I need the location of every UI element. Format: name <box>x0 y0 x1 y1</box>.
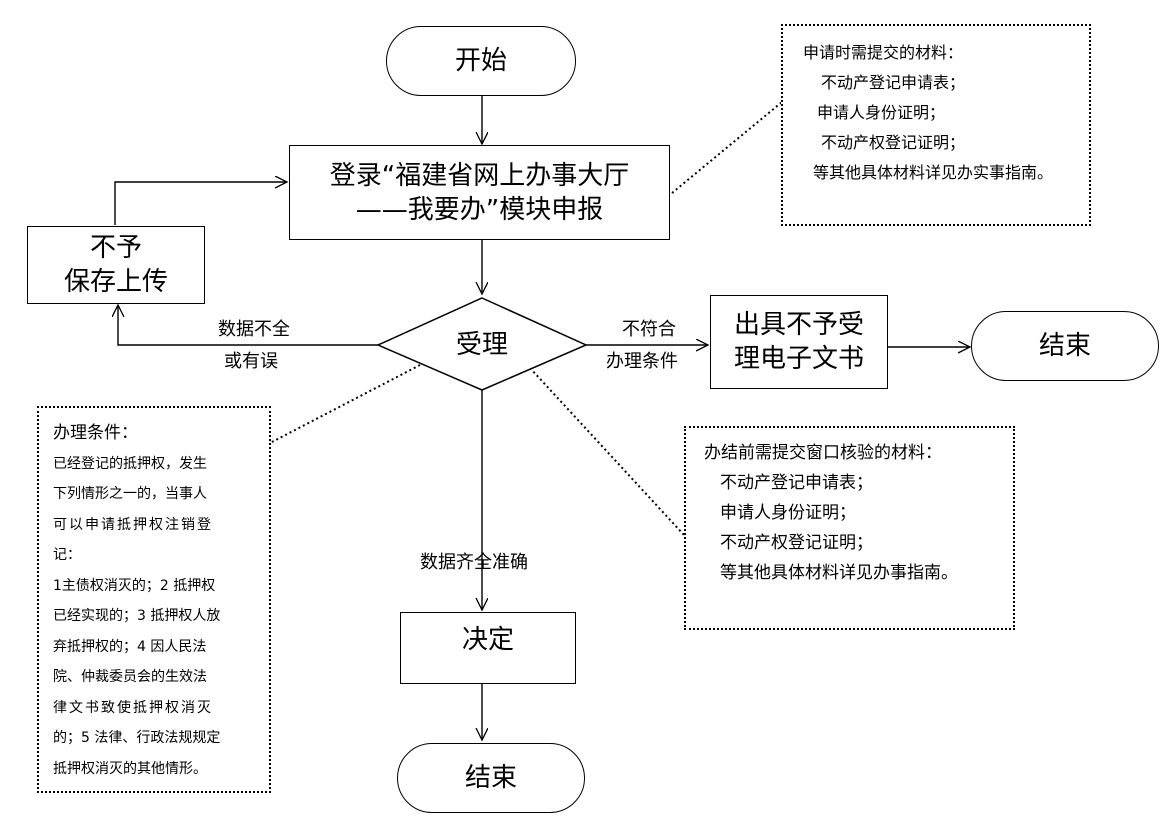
apply-note-item: 不动产权登记证明； <box>821 133 966 152</box>
arrow-reject-save-to-login <box>114 182 287 225</box>
conditions-note-line: 下列情形之一的，当事人 <box>53 486 207 502</box>
window-materials-note: 办结前需提交窗口核验的材料： 不动产登记申请表； 申请人身份证明； 不动产权登记… <box>684 426 1015 630</box>
start-node: 开始 <box>386 26 576 96</box>
apply-note-item: 申请人身份证明； <box>817 103 946 122</box>
apply-note-item: 等其他具体材料详见办实事指南。 <box>813 163 1054 182</box>
conditions-note-line: 已经登记的抵押权，发生 <box>53 455 207 472</box>
reject-save-label-line2: 保存上传 <box>63 267 168 297</box>
edge-label-noncompliant-2: 办理条件 <box>606 351 678 372</box>
leader-accept-to-window-note <box>529 367 685 536</box>
conditions-note-line: 1主债权消灭的；2 抵押权 <box>53 577 216 594</box>
end-bottom-label: 结束 <box>464 763 517 793</box>
conditions-note-title: 办理条件： <box>53 423 138 443</box>
end-right-node: 结束 <box>971 311 1159 381</box>
reject-doc-node: 出具不予受 理电子文书 <box>710 295 888 389</box>
edge-label-complete: 数据齐全准确 <box>420 552 528 573</box>
window-note-item: 申请人身份证明； <box>720 503 856 523</box>
conditions-note-line: 抵押权消灭的其他情形。 <box>53 760 207 777</box>
reject-save-node: 不予 保存上传 <box>27 226 205 304</box>
reject-save-label-line1: 不予 <box>89 233 142 263</box>
window-note-item: 不动产登记申请表； <box>720 473 873 493</box>
conditions-note-line: 已经实现的；3 抵押权人放 <box>53 608 221 624</box>
login-label-line1: 登录“福建省网上办事大厅 <box>329 160 630 191</box>
login-label-line2: ——我要办”模块申报 <box>355 194 604 225</box>
end-right-label: 结束 <box>1038 331 1091 361</box>
conditions-note-line: 记： <box>53 547 81 563</box>
edge-label-incomplete-2: 或有误 <box>224 351 278 372</box>
apply-materials-note: 申请时需提交的材料： 不动产登记申请表； 申请人身份证明； 不动产权登记证明； … <box>781 24 1091 226</box>
conditions-note-line: 可以申请抵押权注销登 <box>53 516 213 533</box>
arrow-accept-to-reject-save <box>118 305 378 346</box>
edge-label-incomplete-1: 数据不全 <box>218 319 290 340</box>
conditions-note-line: 弃抵押权的；4 因人民法 <box>53 638 207 655</box>
decision-label: 决定 <box>461 625 514 655</box>
window-note-item: 等其他具体材料详见办事指南。 <box>720 563 958 583</box>
conditions-note-line: 院、仲裁委员会的生效法 <box>53 669 207 685</box>
reject-doc-label-line1: 出具不予受 <box>733 310 864 340</box>
conditions-note-line: 的；5 法律、行政法规规定 <box>53 730 221 746</box>
decision-node: 决定 <box>400 612 576 684</box>
login-node: 登录“福建省网上办事大厅 ——我要办”模块申报 <box>289 145 670 240</box>
accept-label: 受理 <box>455 330 508 360</box>
apply-note-item: 不动产登记申请表； <box>821 73 966 92</box>
conditions-note: 办理条件： 已经登记的抵押权，发生 下列情形之一的，当事人 可以申请抵押权注销登… <box>37 406 271 793</box>
window-note-item: 不动产权登记证明； <box>720 533 873 553</box>
conditions-note-line: 律文书致使抵押权消灭 <box>53 699 213 716</box>
leader-accept-to-conditions-note <box>269 364 421 444</box>
accept-diamond <box>376 297 588 391</box>
reject-doc-label-line2: 理电子文书 <box>733 344 864 374</box>
leader-login-to-apply-note <box>671 101 783 194</box>
window-note-title: 办结前需提交窗口核验的材料： <box>704 443 942 463</box>
start-label: 开始 <box>454 46 507 76</box>
apply-note-title: 申请时需提交的材料： <box>803 43 964 62</box>
edge-label-noncompliant-1: 不符合 <box>622 319 676 340</box>
end-bottom-node: 结束 <box>397 743 585 813</box>
